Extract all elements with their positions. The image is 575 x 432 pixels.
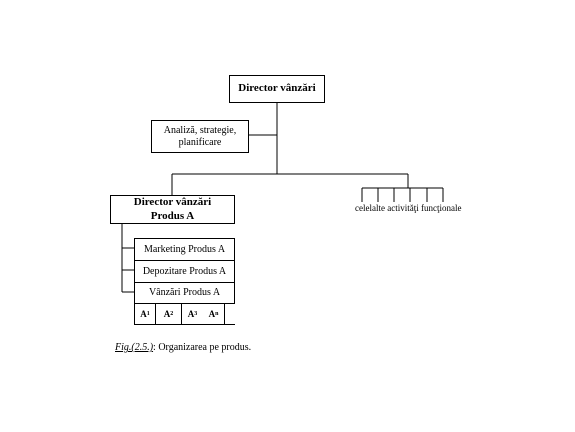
function-box-sales: Vânzări Produs A [134,282,235,304]
product-director-label-line2: Produs A [150,209,195,222]
other-activities-text: celelalte activităţi funcţionale [355,203,462,213]
sub-unit-a2-index: 2 [170,310,174,317]
function-label-sales: Vânzări Produs A [148,287,221,298]
function-box-marketing: Marketing Produs A [134,238,235,260]
function-label-storage: Depozitare Produs A [142,265,227,277]
sales-director-box: Director vânzări [229,75,325,103]
sub-unit-a2-base: A [163,308,171,319]
sub-unit-a1-base: A [140,308,147,319]
sub-unit-a3-index: 3 [194,310,198,317]
figure-caption: Fig.(2.5.): Organizarea pe produs. [115,342,251,353]
figure-reference: Fig.(2.5.) [115,342,154,353]
other-activities-label: celelalte activităţi funcţionale [355,203,461,213]
staff-analysis-label: Analiză, strategie, planificare [163,124,237,148]
product-director-label-line1: Director vânzări [133,196,212,209]
sales-director-label: Director vânzări [238,82,316,95]
staff-analysis-box: Analiză, strategie, planificare [151,120,249,153]
sub-unit-an-index: n [215,310,219,317]
sub-unit-a3-base: A [187,308,195,319]
sub-unit-an-base: A [208,308,216,319]
sub-unit-a1-index: 1 [146,310,150,317]
function-box-storage: Depozitare Produs A [134,260,235,282]
product-director-box: Director vânzări Produs A [110,195,235,224]
figure-caption-text: : Organizarea pe produs. [153,342,252,353]
function-label-marketing: Marketing Produs A [143,243,226,255]
